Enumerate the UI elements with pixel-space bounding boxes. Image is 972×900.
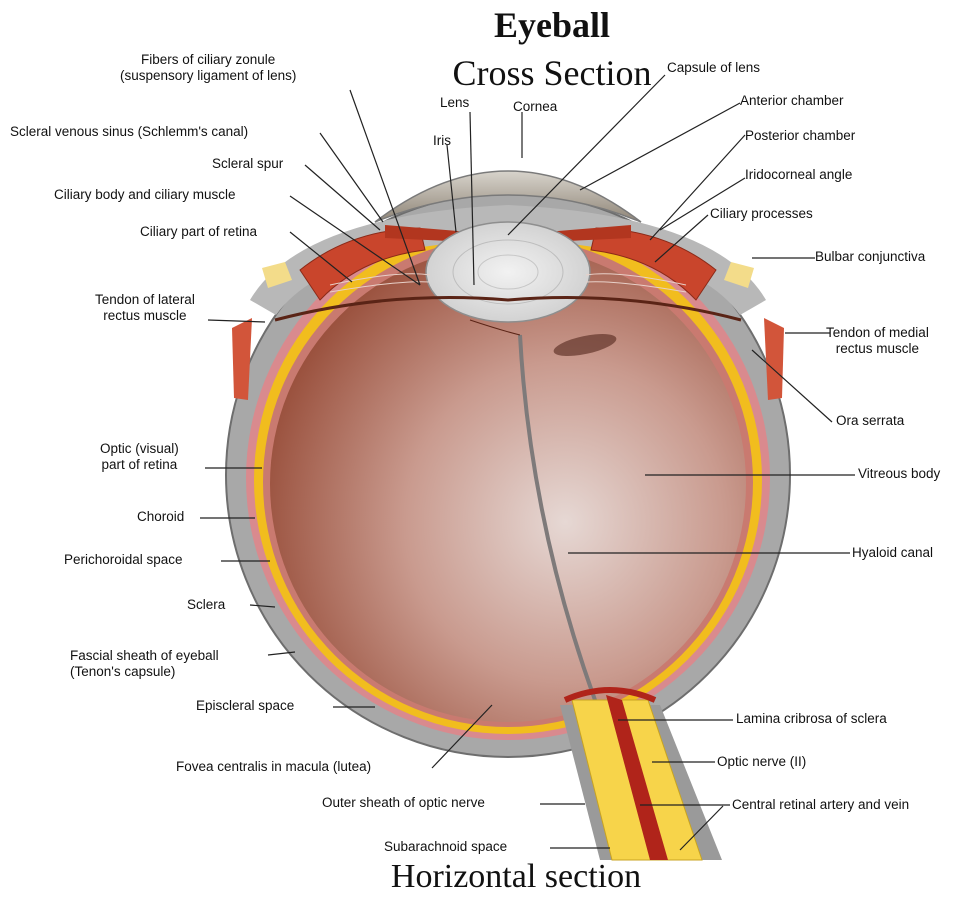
label-scleral-spur: Scleral spur: [212, 156, 283, 172]
label-iris: Iris: [433, 133, 451, 149]
label-choroid: Choroid: [137, 509, 184, 525]
label-cornea: Cornea: [513, 99, 557, 115]
label-bulbar: Bulbar conjunctiva: [815, 249, 925, 265]
label-ciliary-body: Ciliary body and ciliary muscle: [54, 187, 236, 203]
label-tendon-lateral: Tendon of lateral rectus muscle: [95, 292, 195, 324]
label-episcleral: Episcleral space: [196, 698, 294, 714]
main-title: Eyeball: [66, 4, 972, 46]
footer-title: Horizontal section: [30, 858, 972, 896]
label-subarachnoid: Subarachnoid space: [384, 839, 507, 855]
label-fovea: Fovea centralis in macula (lutea): [176, 759, 371, 775]
label-ora-serrata: Ora serrata: [836, 413, 904, 429]
label-sclera: Sclera: [187, 597, 225, 613]
label-vitreous: Vitreous body: [858, 466, 940, 482]
label-fibers-zonule: Fibers of ciliary zonule (suspensory lig…: [120, 52, 296, 84]
label-tendon-medial: Tendon of medial rectus muscle: [826, 325, 929, 357]
label-outer-sheath: Outer sheath of optic nerve: [322, 795, 485, 811]
label-hyaloid: Hyaloid canal: [852, 545, 933, 561]
label-ciliary-processes: Ciliary processes: [710, 206, 813, 222]
lens-shape: [426, 222, 590, 322]
label-posterior-chamber: Posterior chamber: [745, 128, 855, 144]
label-central-artery: Central retinal artery and vein: [732, 797, 909, 813]
label-anterior-chamber: Anterior chamber: [740, 93, 844, 109]
label-lamina: Lamina cribrosa of sclera: [736, 711, 887, 727]
label-optic-retina: Optic (visual) part of retina: [100, 441, 179, 473]
label-optic-nerve: Optic nerve (II): [717, 754, 806, 770]
label-capsule: Capsule of lens: [667, 60, 760, 76]
label-perichoroidal: Perichoroidal space: [64, 552, 183, 568]
label-schlemm: Scleral venous sinus (Schlemm's canal): [10, 124, 248, 140]
label-lens: Lens: [440, 95, 469, 111]
label-iridocorneal: Iridocorneal angle: [745, 167, 852, 183]
label-ciliary-retina: Ciliary part of retina: [140, 224, 257, 240]
label-fascial: Fascial sheath of eyeball (Tenon's capsu…: [70, 648, 219, 680]
